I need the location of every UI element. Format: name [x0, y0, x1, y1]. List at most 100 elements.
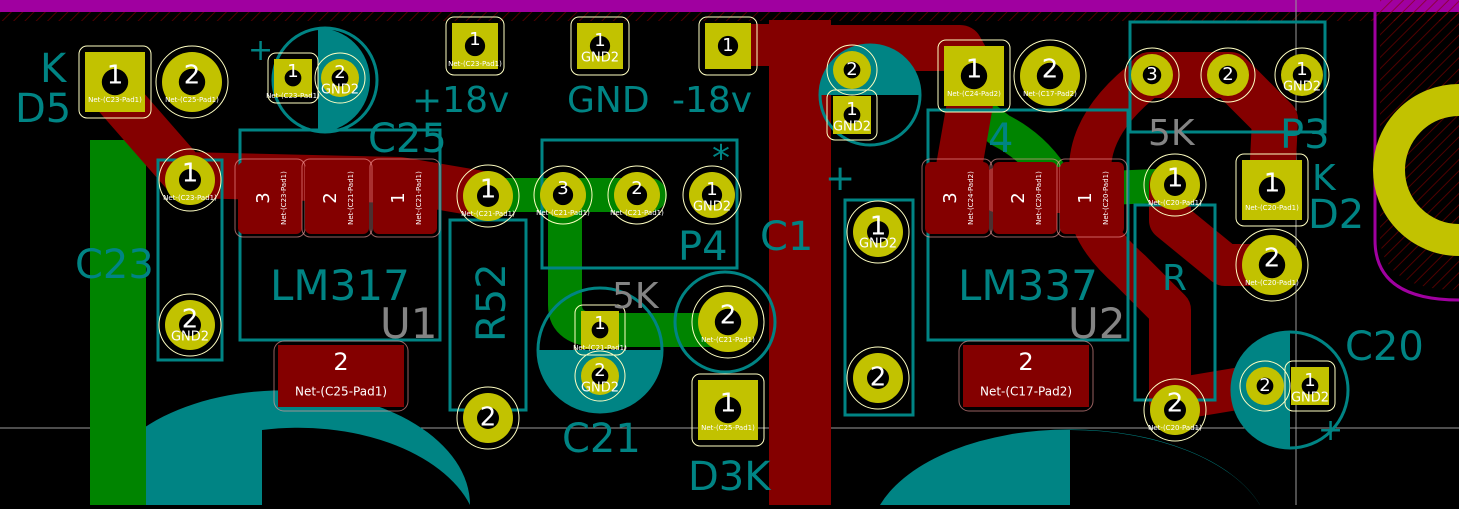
p4-pad-2-net: Net-(C21-Pad1): [610, 209, 664, 217]
r52-pad-1-number: 1: [480, 175, 497, 205]
u2-pad-1-net: Net-(C20-Pad1): [1102, 171, 1110, 225]
p4-pad-2-number: 2: [631, 178, 642, 199]
c21-pad-2-number: 2: [594, 360, 605, 381]
d2-pad-1-net: Net-(C20-Pad1): [1245, 204, 1299, 212]
r52-pad-2[interactable]: 2: [456, 386, 520, 450]
fivek-left: 5K: [612, 276, 660, 317]
u1-tab-pad-net: Net-(C25-Pad1): [295, 385, 387, 399]
c25-plus: +: [248, 33, 273, 68]
c20-pad-2-number: 2: [1259, 375, 1270, 396]
minus18-pad-1[interactable]: 1: [698, 16, 758, 76]
d3-pad-1-number: 1: [720, 389, 737, 419]
c22-pad-2[interactable]: 2: [846, 346, 910, 410]
u1-pad-2[interactable]: 2 Net-(C21-Pad1): [301, 158, 373, 238]
d4-pad-1-number: 1: [966, 55, 983, 85]
u2-pad-1-number: 1: [1075, 192, 1096, 203]
d3-pad-2-number: 2: [720, 301, 737, 331]
u2-pad-3-net: Net-(C24-Pad2): [967, 171, 975, 225]
p3-pad-2-number: 2: [1222, 64, 1233, 85]
d3k-ref: D3K: [688, 454, 772, 500]
d2-pad-2-net: Net-(C20-Pad1): [1245, 279, 1299, 287]
c25-pad-2-net: GND2: [321, 83, 359, 98]
r52-pad-2-number: 2: [480, 403, 497, 433]
d5-pad-1-number: 1: [107, 61, 124, 91]
u1-pad-3-net: Net-(C23-Pad1): [280, 171, 288, 225]
d4-pad-2-number: 2: [1042, 55, 1059, 85]
p3-pad-3[interactable]: 3: [1124, 47, 1180, 103]
c22-pad-1-number: 1: [870, 212, 887, 242]
u1-pad-2-net: Net-(C21-Pad1): [347, 171, 355, 225]
r-pad-1-number: 1: [1167, 164, 1184, 194]
p3-pad-1-net: GND2: [1283, 80, 1321, 95]
u1-pad-1-number: 1: [388, 192, 409, 203]
p3-pad-3-number: 3: [1146, 64, 1157, 85]
u1-tab-pad-number: 2: [333, 348, 348, 376]
p3-pad-2[interactable]: 2: [1200, 47, 1256, 103]
u2-pad-3-number: 3: [940, 192, 961, 203]
pads-layer[interactable]: 1Net-(C23-Pad1)2Net-(C25-Pad1)1Net-(C23-…: [78, 16, 1336, 450]
c24-pad-2[interactable]: 2: [826, 44, 878, 96]
c21-pad-1-net: Net-(C21-Pad1): [573, 344, 627, 352]
p4-pad-1-net: GND2: [693, 200, 731, 215]
c23-pad-2-net: GND2: [171, 330, 209, 345]
c20-pad-2[interactable]: 2: [1239, 360, 1291, 412]
c25-pad-1-net: Net-(C23-Pad1): [266, 92, 320, 100]
plus18-pad-1-net: Net-(C23-Pad1): [448, 60, 502, 68]
u2-tab-pad-number: 2: [1018, 348, 1033, 376]
c20-ref: C20: [1345, 324, 1424, 370]
u1-pad-1[interactable]: 1 Net-(C21-Pad1): [369, 158, 441, 238]
p4-pad-1-number: 1: [706, 179, 717, 200]
d5-pad-2-net: Net-(C25-Pad1): [165, 96, 219, 104]
c21-pad-2-net: GND2: [581, 381, 619, 396]
u2-pad-2-net: Net-(C20-Pad1): [1035, 171, 1043, 225]
c21-ref: C21: [562, 416, 641, 462]
p3-fragment: P3: [1280, 112, 1330, 158]
c20-plus: +: [1318, 413, 1343, 448]
p4-star: *: [712, 138, 730, 179]
u2-pad-1[interactable]: 1 Net-(C20-Pad1): [1056, 158, 1128, 238]
u1-pad-2-number: 2: [320, 192, 341, 203]
minus18-pad-1-number: 1: [722, 35, 733, 56]
gnd-label: GND: [567, 80, 650, 121]
c25-ref: C25: [368, 116, 447, 162]
d5-k-label: K: [40, 46, 68, 92]
u1-pad-1-net: Net-(C21-Pad1): [415, 171, 423, 225]
c23-pad-1-net: Net-(C23-Pad1): [163, 194, 217, 202]
silkscreen-labels: K D5 C25 C23 LM317 U1 R52 P4 * C21 D3K 5…: [15, 33, 1424, 500]
p3-pad-1-number: 1: [1296, 59, 1307, 80]
u2-pad-3[interactable]: 3 Net-(C24-Pad2): [921, 158, 993, 238]
r52-pad-1-net: Net-(C21-Pad1): [461, 210, 515, 218]
